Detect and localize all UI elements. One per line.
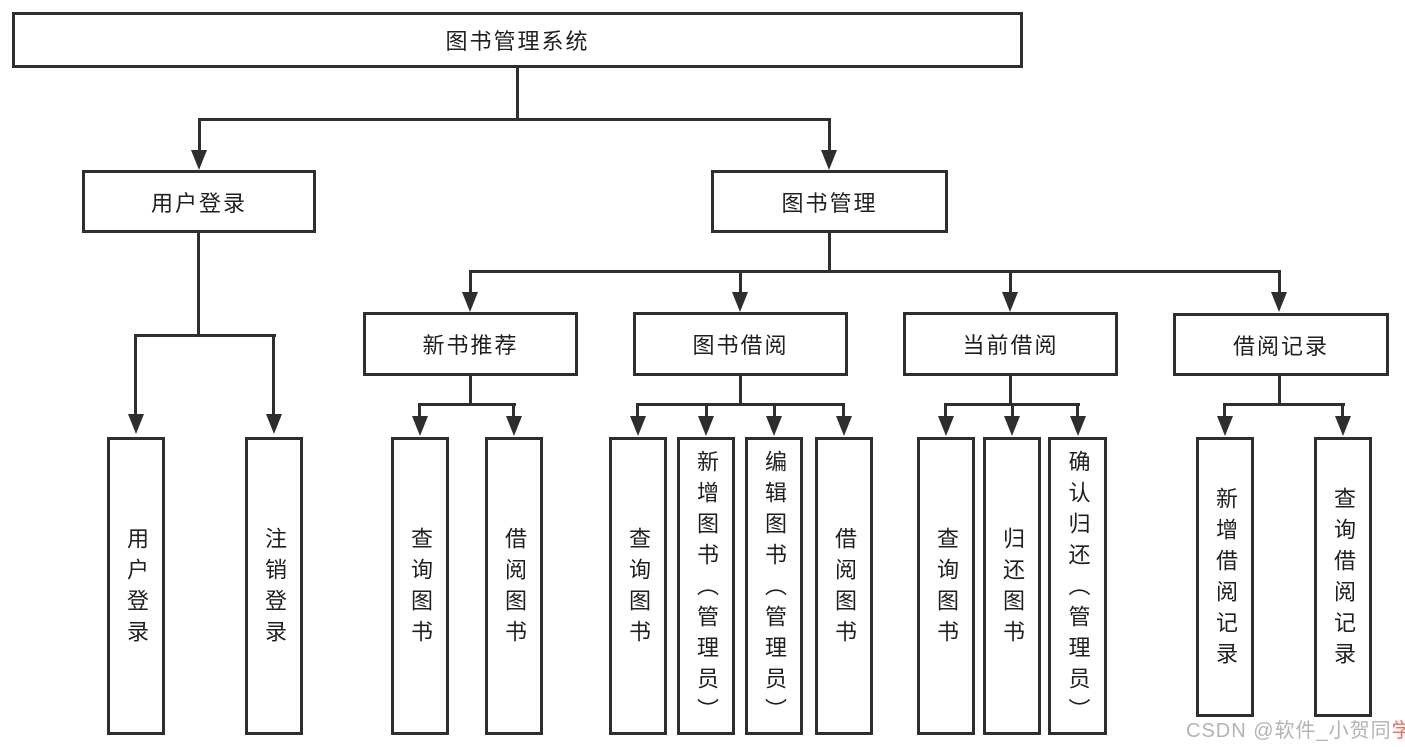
leaf-return-book: 归还图书 [983, 437, 1041, 735]
h-line [198, 118, 831, 121]
v-line [842, 403, 845, 418]
leaf-user-login: 用户登录 [107, 437, 165, 735]
v-line [636, 403, 639, 418]
arrowhead [1217, 416, 1233, 436]
arrowhead [836, 416, 852, 436]
h-line [636, 403, 845, 406]
leaf-query-books-recommend: 查询图书 [391, 437, 449, 735]
v-line [1011, 403, 1014, 418]
arrowhead [412, 416, 428, 436]
node-library-management-system: 图书管理系统 [12, 12, 1023, 68]
v-line [1009, 376, 1012, 406]
watermark-text: CSDN @软件_小贺同 [1186, 720, 1392, 742]
v-line [1009, 270, 1012, 294]
leaf-add-book-admin: 新增图书（管理员） [677, 437, 735, 735]
v-line [739, 376, 742, 406]
arrowhead [462, 292, 478, 312]
arrowhead [766, 416, 782, 436]
arrowhead [1070, 416, 1086, 436]
arrowhead [1335, 416, 1351, 436]
node-user-login: 用户登录 [82, 170, 316, 233]
v-line [1076, 403, 1079, 418]
h-line [418, 403, 516, 406]
v-line [516, 68, 519, 120]
leaf-borrow-books-borrowing: 借阅图书 [815, 437, 873, 735]
arrowhead [821, 150, 837, 170]
arrowhead [630, 416, 646, 436]
v-line [828, 118, 831, 152]
leaf-query-books-current: 查询图书 [917, 437, 975, 735]
node-current-borrowing: 当前借阅 [903, 312, 1118, 376]
arrowhead [266, 414, 282, 434]
node-new-book-recommendation: 新书推荐 [363, 312, 578, 376]
node-book-borrowing: 图书借阅 [633, 312, 848, 376]
arrowhead [938, 416, 954, 436]
v-line [272, 334, 275, 416]
arrowhead [732, 292, 748, 312]
v-line [1278, 376, 1281, 406]
v-line [1341, 403, 1344, 418]
arrowhead [191, 150, 207, 170]
arrowhead [1002, 292, 1018, 312]
v-line [197, 233, 200, 336]
v-line [134, 334, 137, 416]
csdn-watermark: CSDN @软件_小贺同学 [1186, 714, 1405, 743]
leaf-query-borrow-record: 查询借阅记录 [1314, 437, 1372, 717]
v-line [418, 403, 421, 418]
v-line [469, 270, 472, 294]
leaf-logout: 注销登录 [245, 437, 303, 735]
v-line [512, 403, 515, 418]
v-line [705, 403, 708, 418]
v-line [739, 270, 742, 294]
leaf-add-borrow-record: 新增借阅记录 [1196, 437, 1254, 717]
arrowhead [506, 416, 522, 436]
v-line [1278, 270, 1281, 294]
v-line [1223, 403, 1226, 418]
arrowhead [1271, 292, 1287, 312]
leaf-borrow-books-recommend: 借阅图书 [485, 437, 543, 735]
watermark-accent-text: 学 [1391, 720, 1405, 742]
leaf-confirm-return-admin: 确认归还（管理员） [1048, 437, 1107, 735]
leaf-edit-book-admin: 编辑图书（管理员） [745, 437, 803, 735]
node-book-management: 图书管理 [711, 170, 948, 233]
leaf-query-books-borrowing: 查询图书 [609, 437, 667, 735]
arrowhead [128, 414, 144, 434]
h-line [469, 270, 1281, 273]
v-line [773, 403, 776, 418]
node-borrowing-records: 借阅记录 [1173, 313, 1389, 376]
v-line [198, 118, 201, 152]
v-line [828, 233, 831, 272]
v-line [469, 376, 472, 406]
h-line [1223, 403, 1345, 406]
arrowhead [1004, 416, 1020, 436]
h-line [134, 334, 276, 337]
arrowhead [698, 416, 714, 436]
v-line [944, 403, 947, 418]
